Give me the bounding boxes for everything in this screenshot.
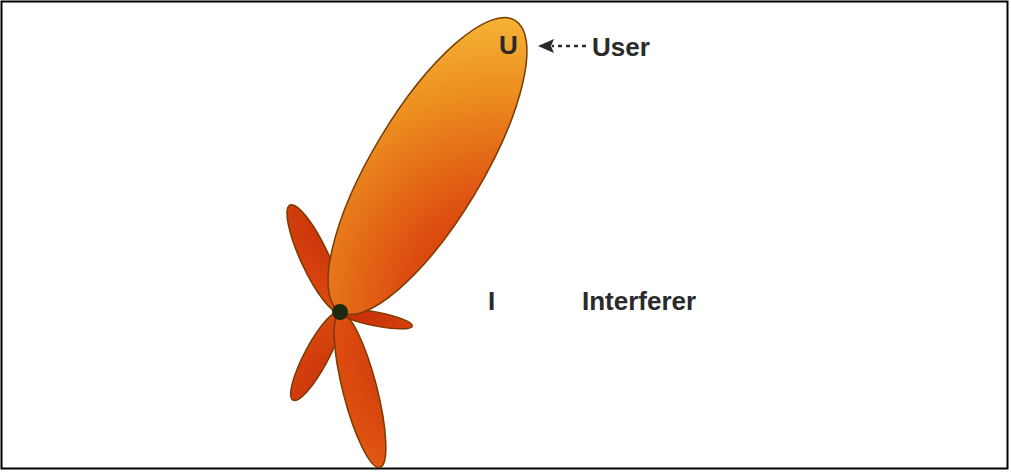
pointer-line bbox=[552, 45, 586, 48]
main-lobe bbox=[293, 0, 562, 340]
interferer-marker: I bbox=[488, 288, 495, 314]
interferer-label: Interferer bbox=[582, 288, 696, 314]
user-marker: U bbox=[499, 32, 518, 58]
side-lobe bbox=[324, 308, 397, 471]
user-label: User bbox=[592, 34, 650, 60]
antenna-point bbox=[332, 304, 348, 320]
pointer-head bbox=[538, 39, 554, 53]
